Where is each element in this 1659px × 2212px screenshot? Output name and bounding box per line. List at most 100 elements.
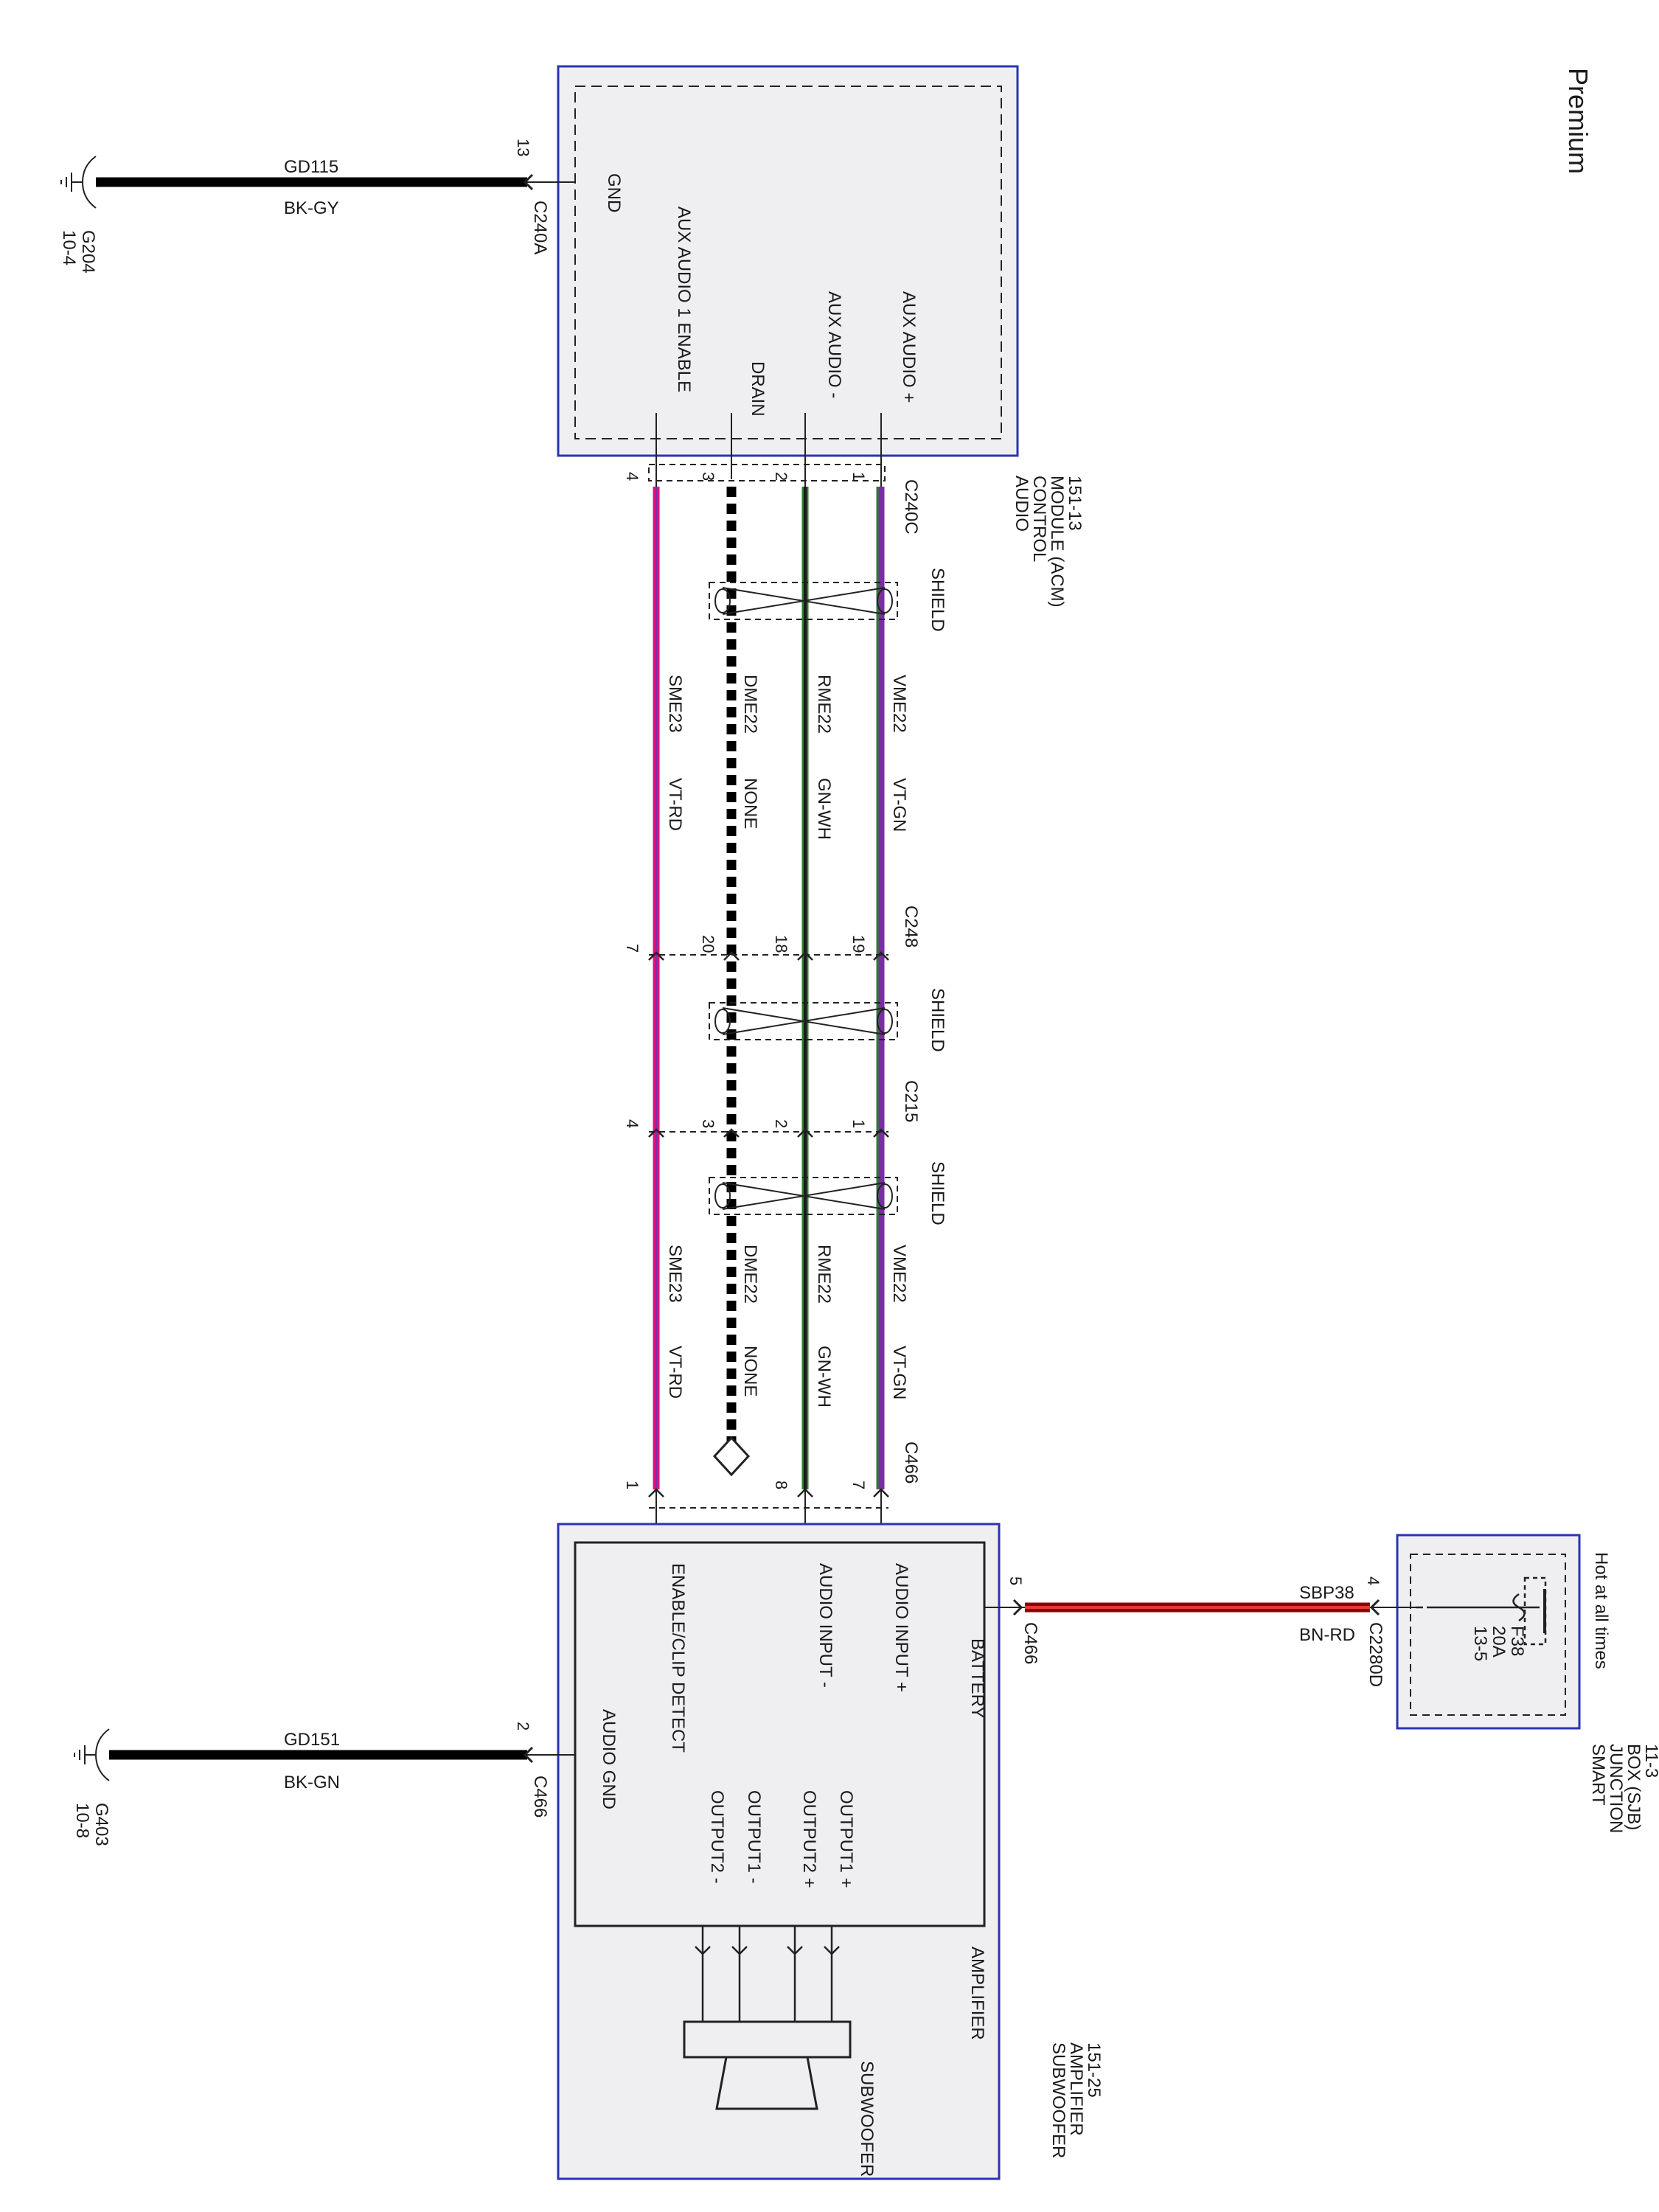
g403-ref: 10-8 (72, 1803, 92, 1838)
amp-pin-in-plus: AUDIO INPUT + (891, 1563, 911, 1692)
sjb-name: SMART JUNCTION BOX (SJB) 11-3 (1588, 1744, 1659, 1833)
amp-pin-out1-minus: OUTPUT1 - (744, 1790, 764, 1884)
c466-gnd-pin: 2 (514, 1722, 532, 1731)
wire-vme22-color-2: VT-GN (889, 1346, 909, 1399)
c240a-label: C240A (530, 201, 550, 254)
c240c-pin-4: 4 (623, 472, 641, 481)
c466-battery-pin: 5 (1006, 1576, 1025, 1585)
acm-module (557, 65, 1019, 457)
c466-pin-7: 7 (849, 1481, 868, 1489)
c240c-pin-2: 2 (772, 472, 790, 481)
c215-pin-1: 1 (849, 1119, 868, 1128)
wire-sme23-color-2: VT-RD (665, 1346, 685, 1399)
wire-rme22-color: GN-WH (814, 778, 834, 840)
c466-connector-top (648, 1488, 889, 1509)
c240a-terminal (523, 173, 534, 191)
c2280d-terminal (1369, 1599, 1380, 1616)
acm-pin-aux-plus: AUX AUDIO + (899, 291, 919, 403)
acm-pin-gnd: GND (604, 173, 624, 212)
shield-2-label: SHIELD (928, 988, 947, 1052)
c215-pin-4: 4 (623, 1119, 641, 1128)
svg-text:AUDIO: AUDIO (1012, 476, 1032, 532)
svg-text:SUBWOOFER: SUBWOOFER (1048, 2042, 1068, 2158)
g204-label: G204 (78, 230, 98, 274)
acm-name: AUDIO CONTROL MODULE (ACM) 151-13 (1012, 476, 1085, 608)
acm-pin-drain: DRAIN (748, 361, 768, 417)
gd115-color: BK-GY (284, 198, 339, 218)
svg-text:BOX (SJB): BOX (SJB) (1624, 1744, 1644, 1830)
svg-text:SMART: SMART (1588, 1744, 1608, 1806)
c466-battery-terminal (1012, 1599, 1023, 1616)
wire-sme23-circuit-2: SME23 (665, 1245, 685, 1303)
c466-pin-1: 1 (623, 1481, 641, 1489)
c215-connector (648, 1128, 889, 1138)
acm-pin-aux-minus: AUX AUDIO - (824, 291, 844, 398)
wire-dme22-color: NONE (740, 778, 760, 829)
fuse-f38-label: F38 (1507, 1626, 1527, 1656)
c466-gnd-terminal (523, 1746, 534, 1764)
c215-label: C215 (901, 1080, 921, 1122)
sjb-module (1396, 1534, 1581, 1730)
sjb-hot-label: Hot at all times (1591, 1552, 1611, 1669)
page-title: Premium (1563, 68, 1593, 174)
c466-top-label: C466 (901, 1441, 921, 1484)
c466-pin-8: 8 (772, 1481, 790, 1489)
ground-top-symbol (60, 156, 97, 209)
c248-pin-19: 19 (849, 935, 868, 953)
svg-text:AMPLIFIER: AMPLIFIER (1066, 2042, 1086, 2136)
c248-pin-7: 7 (623, 944, 641, 953)
wire-rme22-circuit-2: RME22 (814, 1245, 834, 1304)
c240c-pin-3: 3 (699, 472, 717, 481)
wire-vme22-color: VT-GN (889, 778, 909, 832)
fuse-f38-icon (1416, 1576, 1547, 1646)
wires-group (653, 413, 885, 1548)
shield-3-label: SHIELD (928, 1161, 947, 1225)
c2280d-pin: 4 (1364, 1576, 1382, 1585)
shield-2 (709, 1002, 898, 1040)
shield-1-label: SHIELD (928, 568, 947, 632)
subwoofer-icon (683, 2020, 852, 2110)
amp-pin-gnd: AUDIO GND (599, 1709, 619, 1809)
c215-pin-2: 2 (772, 1119, 790, 1128)
shield-3 (709, 1177, 898, 1215)
g204-ref: 10-4 (59, 230, 79, 265)
amp-pin-out2-plus: OUTPUT2 + (799, 1790, 819, 1888)
c466-gnd-label: C466 (530, 1775, 550, 1818)
svg-text:CONTROL: CONTROL (1029, 476, 1049, 562)
g403-label: G403 (91, 1803, 111, 1846)
amp-pin-battery: BATTERY (967, 1638, 987, 1718)
c215-pin-3: 3 (699, 1119, 717, 1128)
wire-sme23-circuit: SME23 (665, 675, 685, 733)
c2280d-label: C2280D (1366, 1622, 1385, 1687)
c240c-pin-1: 1 (849, 472, 868, 481)
amp-pin-out1-plus: OUTPUT1 + (836, 1790, 856, 1888)
wire-vme22-circuit-2: VME22 (889, 1245, 909, 1303)
c466-battery-label: C466 (1020, 1622, 1040, 1664)
c248-pin-20: 20 (699, 935, 717, 953)
fuse-rating: 20A (1489, 1626, 1509, 1658)
amp-name: SUBWOOFER AMPLIFIER 151-25 (1048, 2042, 1104, 2158)
amplifier-module (557, 1523, 1001, 2180)
svg-text:MODULE (ACM): MODULE (ACM) (1047, 476, 1067, 608)
ground-bottom-symbol (74, 1728, 110, 1781)
wire-rme22-circuit: RME22 (814, 675, 834, 734)
amp-outputs (695, 1926, 840, 2022)
wire-dme22-color-2: NONE (740, 1346, 760, 1397)
gd151-color: BK-GN (284, 1773, 340, 1792)
amp-pin-enable: ENABLE/CLIP DETECT (668, 1563, 688, 1753)
gd115-circuit: GD115 (284, 157, 338, 177)
svg-text:151-25: 151-25 (1084, 2042, 1104, 2098)
c240c-connector (648, 464, 886, 481)
c240c-label: C240C (901, 479, 921, 535)
svg-text:11-3: 11-3 (1641, 1744, 1659, 1778)
wire-rme22-color-2: GN-WH (814, 1346, 834, 1408)
gd151-circuit: GD151 (284, 1730, 340, 1750)
c240a-pin: 13 (514, 139, 532, 156)
svg-text:151-13: 151-13 (1065, 476, 1085, 531)
shield-1 (709, 582, 898, 620)
sbp38-circuit: SBP38 (1299, 1583, 1354, 1603)
acm-pin-aux-enable: AUX AUDIO 1 ENABLE (674, 206, 694, 392)
wire-dme22-circuit: DME22 (740, 675, 760, 734)
sbp38-color: BN-RD (1299, 1625, 1355, 1645)
c248-connector (648, 951, 889, 961)
